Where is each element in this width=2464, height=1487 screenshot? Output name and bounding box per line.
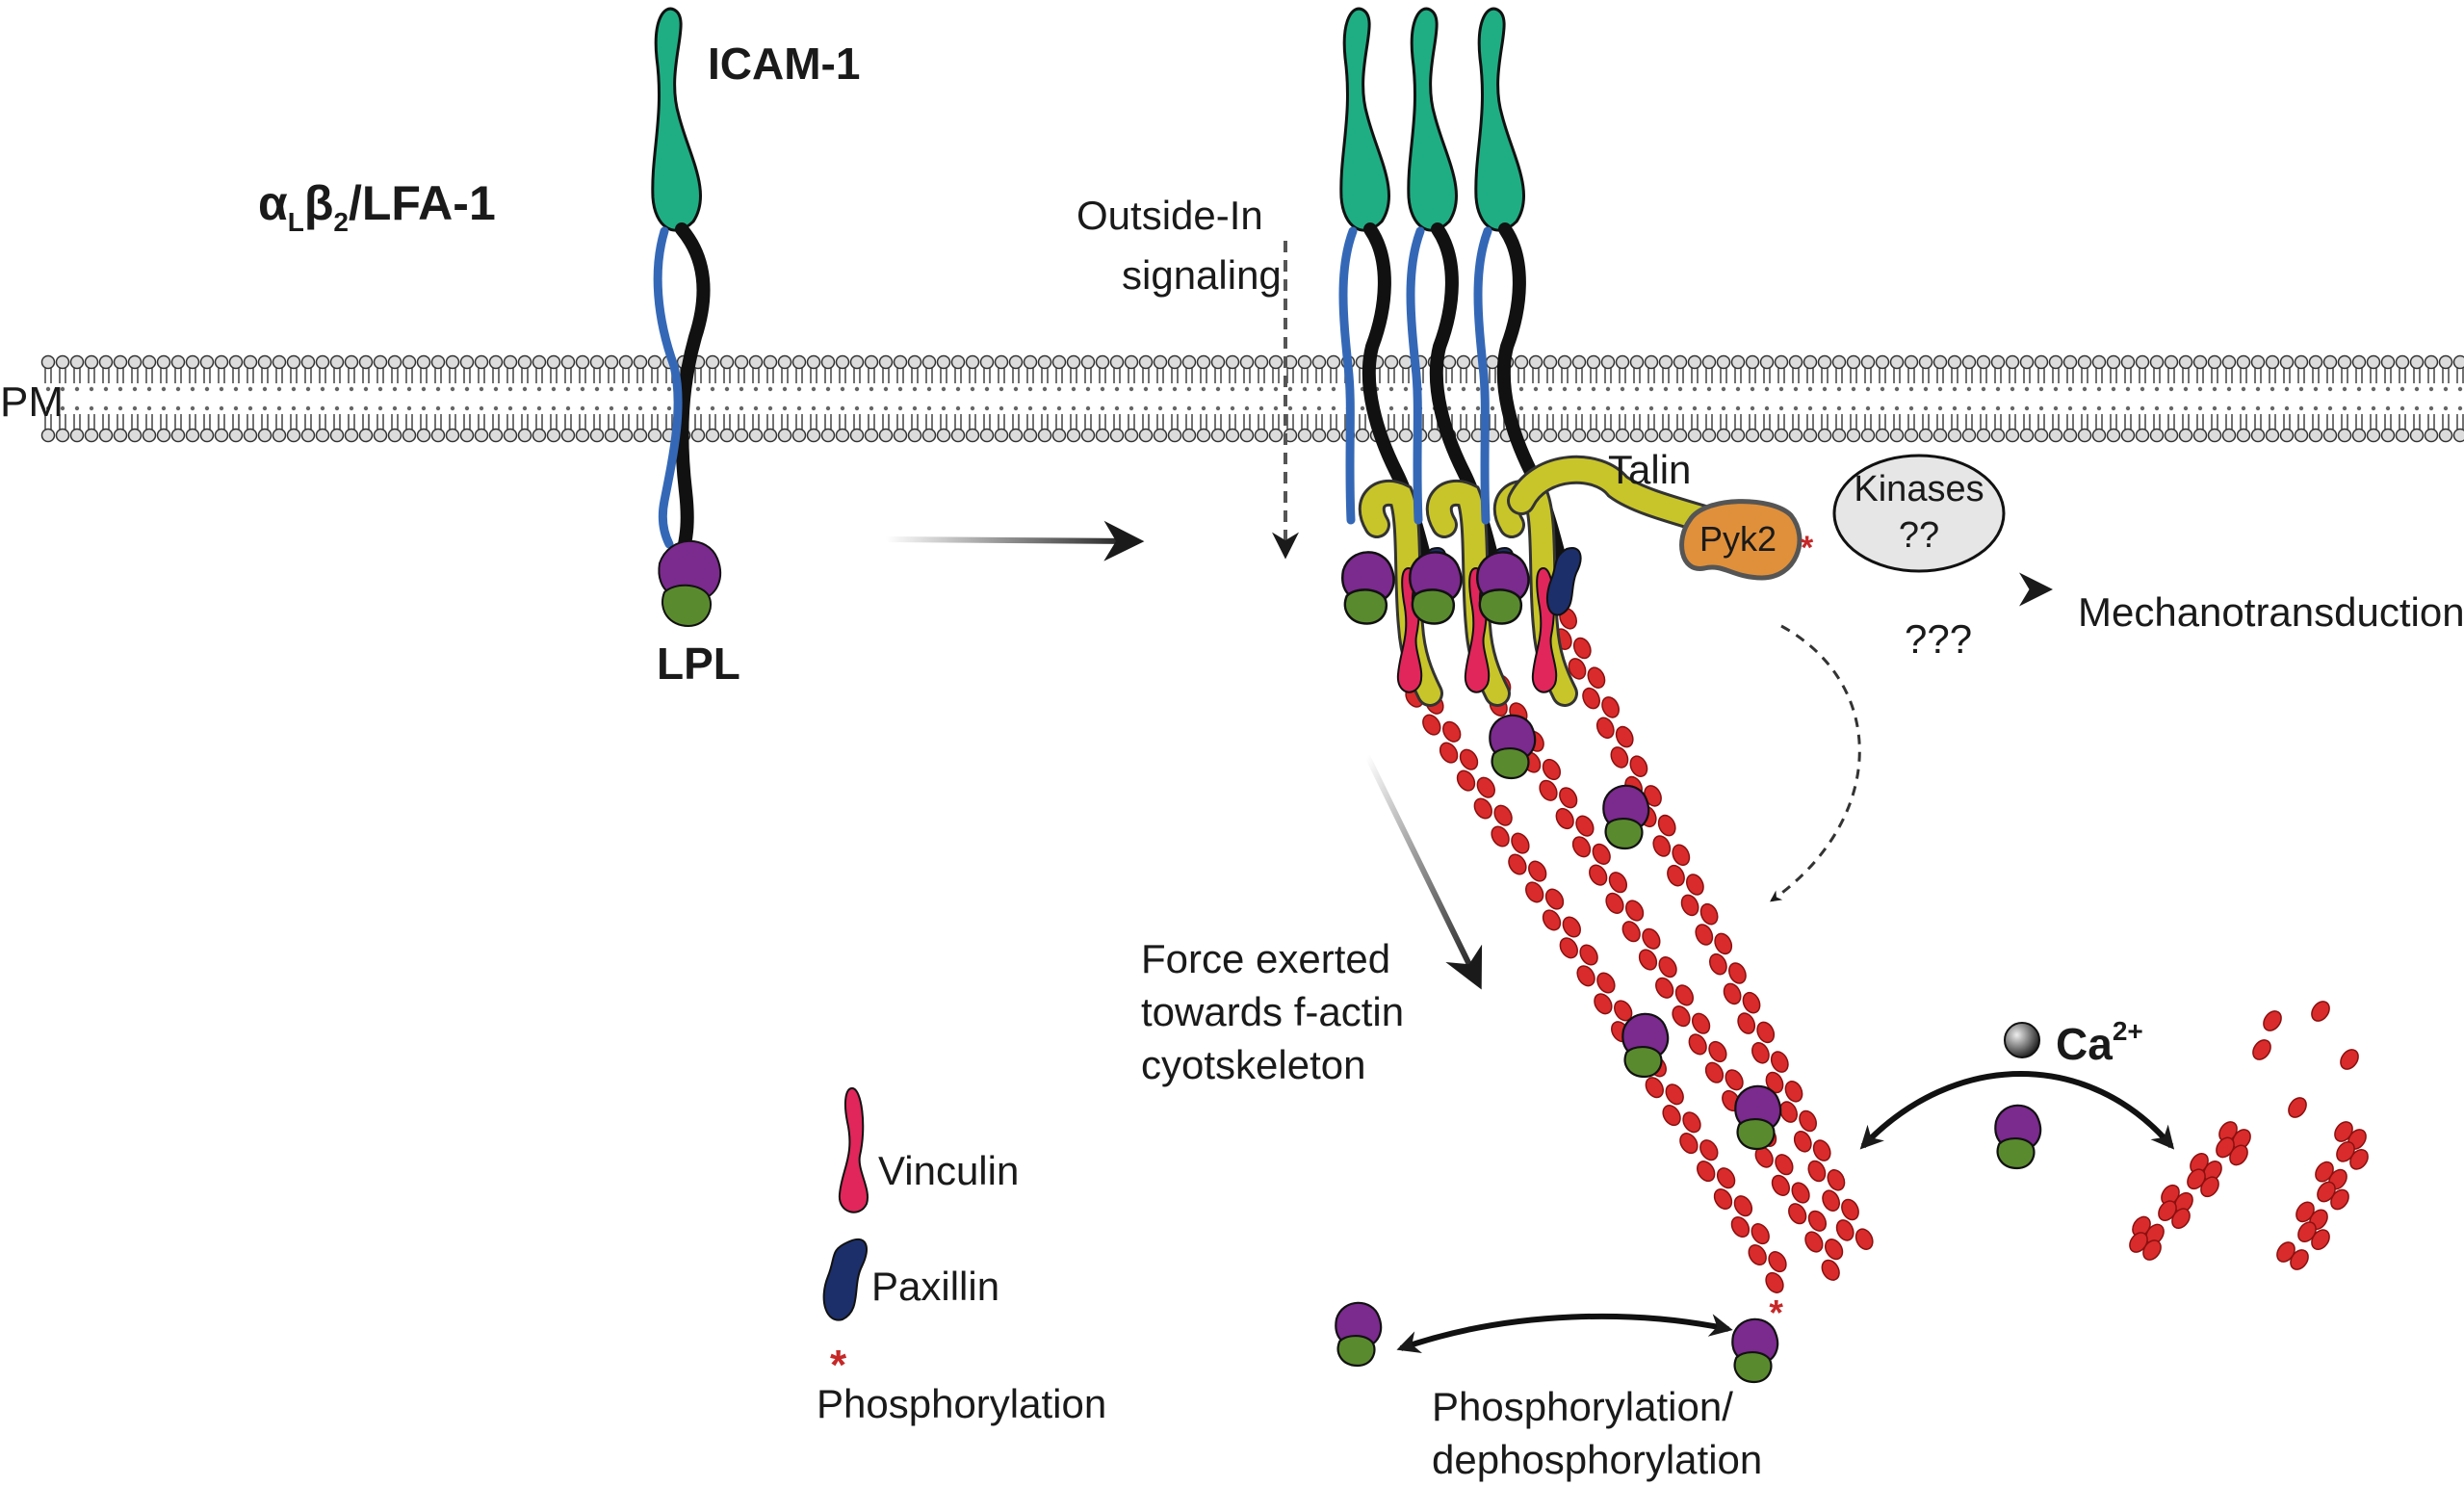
paxillin <box>1545 547 1582 616</box>
plasma-membrane <box>40 354 2464 443</box>
lpl-label: LPL <box>657 639 740 689</box>
lpl-dephosphorylated <box>1335 1301 1383 1368</box>
lpl-bound-actin <box>1489 714 1537 780</box>
icam1-label: ICAM-1 <box>708 39 860 89</box>
lfa1-label: αLβ2/LFA-1 <box>258 176 496 237</box>
phosphorylation-exchange-arrow[interactable] <box>1396 1313 1733 1354</box>
force-label-1: Force exerted <box>1141 936 1390 981</box>
lpl-bound-integrin <box>1476 551 1530 625</box>
free-lpl-molecules: * <box>1335 714 2042 1384</box>
integrin-lfa1-inactive <box>651 7 722 628</box>
lpl-bound-integrin <box>1409 551 1463 625</box>
outside-in-label-2: signaling <box>1122 252 1282 298</box>
phospho-dephospho-label-1: Phosphorylation/ <box>1432 1384 1733 1429</box>
f-actin-filaments <box>1405 598 1874 1293</box>
lpl-bound-actin <box>1602 784 1650 850</box>
paxillin-icon <box>822 1238 868 1321</box>
calcium-exchange-arrow[interactable] <box>1859 1071 2175 1150</box>
lpl-bound-integrin <box>1341 551 1395 625</box>
vinculin-icon <box>838 1086 869 1213</box>
talin-label: Talin <box>1608 447 1691 492</box>
force-arrow <box>1364 754 1483 990</box>
beta2-chain <box>675 222 711 556</box>
icam1-ligand <box>651 7 702 232</box>
legend-paxillin-label: Paxillin <box>871 1264 999 1309</box>
lpl-released <box>1994 1104 2042 1170</box>
alphaL-chain <box>653 226 683 549</box>
lpl-bound-actin <box>1621 1012 1670 1079</box>
phospho-dephospho-label-2: dephosphorylation <box>1432 1437 1762 1482</box>
pm-label: PM <box>0 378 64 426</box>
phosphorylation-star-icon: * <box>830 1342 847 1389</box>
outside-in-label-1: Outside-In <box>1076 193 1263 238</box>
mechanotransduction-label: Mechanotransduction <box>2078 589 2464 635</box>
calcium-ion-icon <box>2004 1022 2040 1058</box>
calcium-label: Ca2+ <box>2056 1016 2143 1069</box>
pyk2-phospho-star: * <box>1801 530 1814 566</box>
talin <box>1507 455 1738 539</box>
integrin-cluster-active <box>1338 7 1582 707</box>
lpl-protein <box>658 539 722 628</box>
force-label-2: towards f-actin <box>1141 989 1404 1034</box>
svg-text:*: * <box>1769 1292 1783 1333</box>
legend-phosphorylation-label: Phosphorylation <box>817 1381 1106 1426</box>
pyk2-kinase[interactable]: Pyk2 * <box>1679 499 1814 581</box>
lpl-phosphorylated: * <box>1731 1292 1783 1384</box>
lpl-bound-actin <box>1734 1084 1782 1151</box>
integrin-lfa1-bound <box>1473 7 1582 707</box>
transition-arrow <box>885 520 1145 561</box>
integrin-lfa1-bound <box>1338 7 1447 707</box>
force-label-3: cyotskeleton <box>1141 1042 1365 1087</box>
depolymerized-actin <box>2129 1001 2369 1270</box>
kinases-label: Kinases <box>1854 469 1984 509</box>
kinases-qq: ?? <box>1899 515 1939 556</box>
kinases-bubble: Kinases ?? <box>1832 454 2006 573</box>
unknown-label: ??? <box>1905 616 1972 662</box>
pyk2-feedback-arrow <box>1770 624 1861 902</box>
legend-vinculin-label: Vinculin <box>878 1148 1019 1193</box>
pyk2-label: Pyk2 <box>1699 519 1777 559</box>
